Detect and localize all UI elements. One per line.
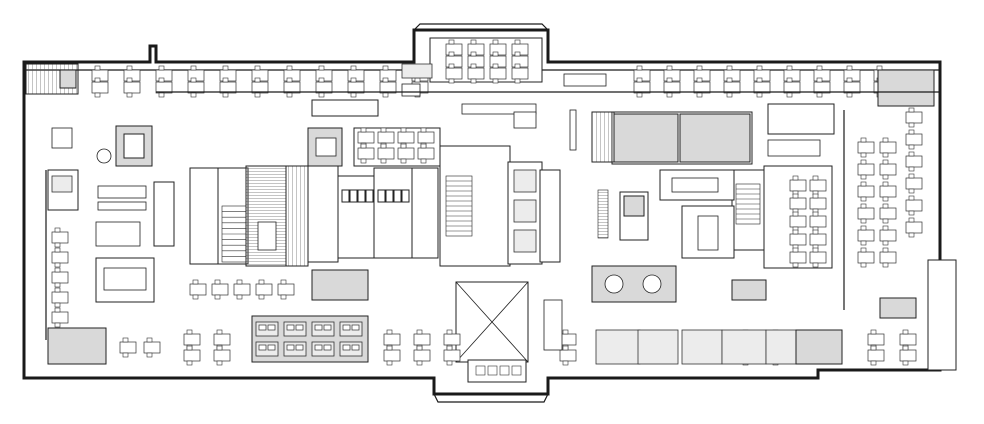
workstation <box>119 337 137 358</box>
workstation <box>905 195 923 216</box>
workstation <box>905 129 923 150</box>
wc-stall <box>385 189 394 203</box>
workstation <box>189 279 207 300</box>
core-left <box>189 165 309 267</box>
workstation <box>905 107 923 128</box>
workstation <box>857 137 875 158</box>
workstation <box>51 227 69 248</box>
workstation <box>879 137 897 158</box>
booth <box>311 341 335 357</box>
workstation <box>857 247 875 268</box>
workstation <box>277 279 295 300</box>
wc-stall <box>377 189 386 203</box>
workstation <box>905 173 923 194</box>
wc-stall <box>393 189 402 203</box>
workstation <box>413 345 431 366</box>
booth <box>339 321 363 337</box>
corner-office-top-left <box>25 63 79 95</box>
restrooms <box>307 165 439 301</box>
booth <box>311 321 335 337</box>
lounge-chair <box>511 365 522 376</box>
workstation <box>143 337 161 358</box>
booth <box>339 341 363 357</box>
workstation <box>899 345 917 366</box>
lounge-chair <box>499 365 510 376</box>
wc-stall <box>365 189 374 203</box>
workstation <box>211 279 229 300</box>
workstation <box>879 225 897 246</box>
center-conference <box>461 73 609 351</box>
workstation <box>857 159 875 180</box>
atrium-skylight <box>455 281 529 383</box>
east-wing <box>731 69 957 371</box>
workstation <box>51 247 69 268</box>
wc-stall <box>349 189 358 203</box>
workstation <box>51 307 69 328</box>
lounge-chair <box>487 365 498 376</box>
booth <box>283 321 307 337</box>
workstation <box>255 279 273 300</box>
offices-right-center <box>591 111 753 303</box>
reception-lounge <box>51 125 153 211</box>
workstation <box>879 247 897 268</box>
wc-stall <box>401 189 410 203</box>
workstation <box>213 345 231 366</box>
north-bay <box>401 37 543 97</box>
workstation <box>879 203 897 224</box>
workstation <box>857 181 875 202</box>
booth <box>255 321 279 337</box>
meeting-rooms-bottom <box>251 315 843 365</box>
west-wing <box>45 169 161 365</box>
lounge-chair <box>475 365 486 376</box>
booth <box>255 341 279 357</box>
workstation <box>51 287 69 308</box>
offices-top-center <box>307 99 441 167</box>
workstation <box>879 159 897 180</box>
workstation <box>183 345 201 366</box>
workstation <box>233 279 251 300</box>
wc-stall <box>357 189 366 203</box>
wc-stall <box>341 189 350 203</box>
workstation <box>857 225 875 246</box>
workstation <box>905 151 923 172</box>
meeting-rooms-left <box>95 181 175 303</box>
workstation <box>867 345 885 366</box>
booth <box>283 341 307 357</box>
workstation <box>51 267 69 288</box>
workstation <box>559 345 577 366</box>
central-stairs <box>439 145 561 267</box>
workstation <box>905 217 923 238</box>
workstation <box>857 203 875 224</box>
workstation <box>383 345 401 366</box>
workstation <box>879 181 897 202</box>
